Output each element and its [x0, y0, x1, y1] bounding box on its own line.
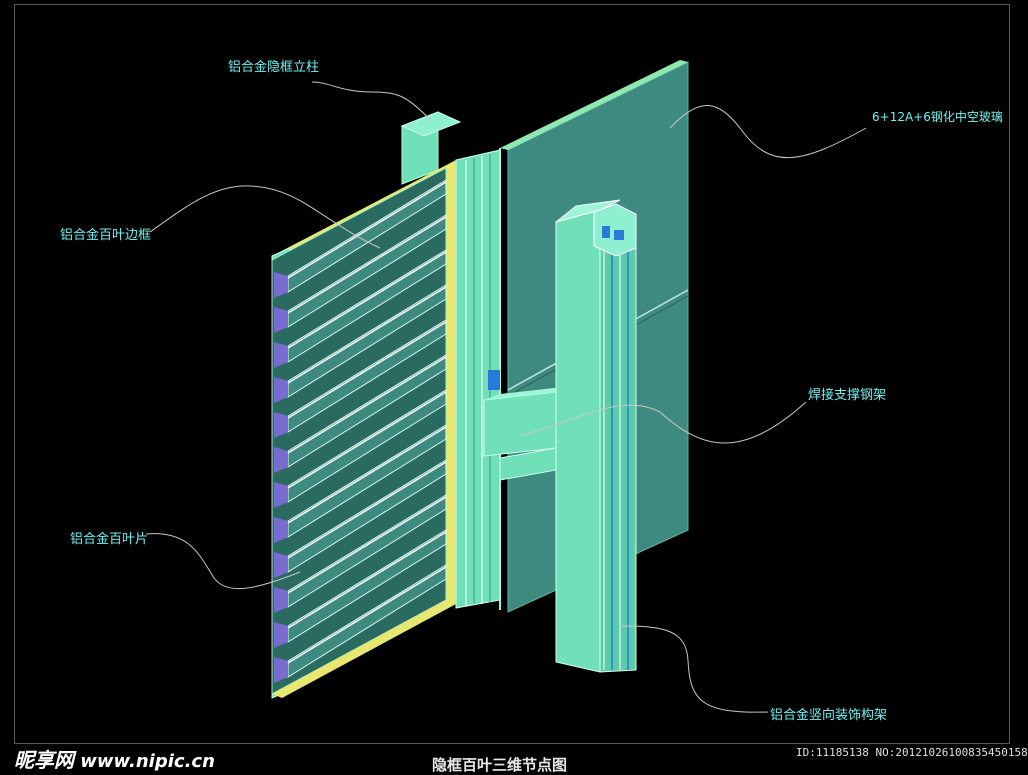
- louver-blade-highlight: [287, 566, 447, 664]
- louver-blade-edge: [274, 447, 288, 473]
- louver-blade-edge: [274, 622, 288, 648]
- louver-blade-edge: [274, 587, 288, 613]
- image-id: ID:11185138 NO:20121026100835450158: [796, 746, 1028, 759]
- louver-blade-highlight: [287, 286, 447, 384]
- louver-blade-edge: [274, 377, 288, 403]
- louver-blade-edge: [274, 412, 288, 438]
- louver-blade-highlight: [287, 216, 447, 314]
- label-louver-blade: 铝合金百叶片: [70, 532, 149, 547]
- louver-assembly: [271, 160, 456, 699]
- label-glass: 6+12A+6钢化中空玻璃: [872, 110, 1003, 124]
- leader-glass: [669, 105, 867, 159]
- louver-blade-highlight: [287, 181, 447, 279]
- louver-blade-edge: [274, 657, 288, 683]
- leader-decor-frame: [621, 625, 769, 713]
- louver-blades: [274, 179, 447, 683]
- louver-blade-highlight: [287, 251, 447, 349]
- mullion: [400, 111, 501, 609]
- leader-mullion: [311, 81, 433, 123]
- watermark-url: www.nipic.cn: [80, 751, 215, 772]
- decor-frame: [555, 199, 637, 673]
- label-louver-frame: 铝合金百叶边框: [60, 228, 152, 243]
- louver-blade-edge: [274, 517, 288, 543]
- label-decor-frame: 铝合金竖向装饰构架: [770, 708, 888, 723]
- louver-blade-highlight: [287, 391, 447, 489]
- louver-blade-edge: [274, 307, 288, 333]
- louver-blade-highlight: [287, 356, 447, 454]
- watermark: 昵享网 www.nipic.cn: [14, 744, 215, 773]
- label-mullion: 铝合金隐框立柱: [228, 60, 320, 75]
- louver-blade-highlight: [287, 496, 447, 594]
- louver-blade-edge: [274, 272, 288, 298]
- louver-blade-highlight: [287, 321, 447, 419]
- louver-blade-edge: [274, 482, 288, 508]
- leader-lines: [145, 81, 867, 713]
- leader-louver-frame: [149, 185, 381, 249]
- louver-blade-highlight: [287, 461, 447, 559]
- louver-blade-highlight: [287, 531, 447, 629]
- drawing-title: 隐框百叶三维节点图: [432, 756, 568, 774]
- louver-blade-edge: [274, 342, 288, 368]
- steel-support: [483, 386, 572, 481]
- louver-blade-highlight: [287, 426, 447, 524]
- leader-steel-support: [519, 401, 807, 444]
- leader-louver-blade: [145, 533, 301, 590]
- watermark-brand: 昵享网: [14, 748, 74, 772]
- louver-blade-edge: [274, 552, 288, 578]
- label-steel-support: 焊接支撑钢架: [808, 388, 887, 403]
- drawing-border: [14, 4, 1010, 744]
